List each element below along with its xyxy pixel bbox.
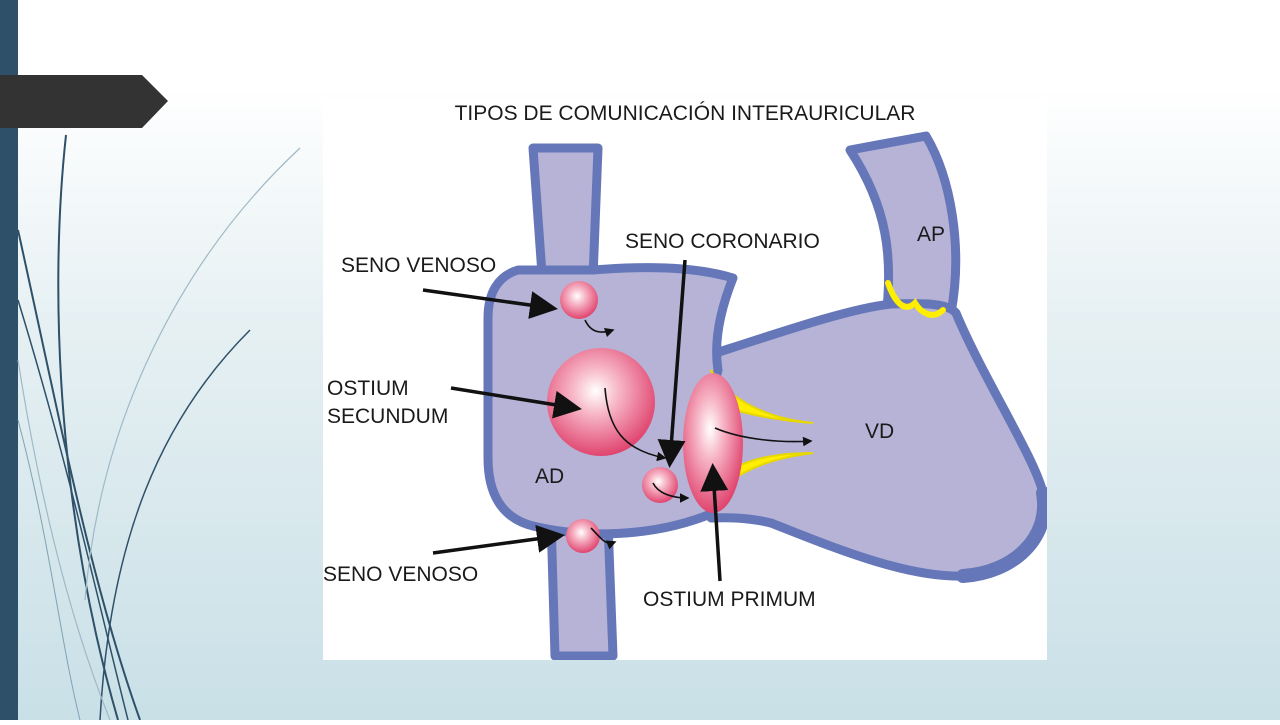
slide-left-bar bbox=[0, 0, 18, 720]
defect-ostium-secundum bbox=[547, 348, 655, 456]
flow-arrow-seno-coronario bbox=[652, 482, 690, 503]
flow-arrow-seno-venoso-bottom bbox=[590, 527, 617, 550]
diagram-figure: TIPOS DE COMUNICACIÓN INTERAURICULAR bbox=[323, 98, 1047, 660]
defect-seno-venoso-top bbox=[560, 281, 598, 319]
ventricle-wall-edge bbox=[956, 486, 1047, 583]
flow-arrow-seno-venoso-top bbox=[584, 319, 615, 338]
pulmonary-valve bbox=[885, 280, 946, 318]
title-tab bbox=[0, 75, 168, 128]
defect-seno-coronario bbox=[642, 467, 678, 503]
label-secundum: SECUNDUM bbox=[327, 405, 448, 428]
label-seno-coronario: SENO CORONARIO bbox=[625, 230, 820, 253]
label-seno-venoso-top: SENO VENOSO bbox=[341, 254, 496, 277]
defect-seno-venoso-bottom bbox=[566, 519, 600, 553]
diagram-title: TIPOS DE COMUNICACIÓN INTERAURICULAR bbox=[455, 102, 916, 125]
decor-curve-1 bbox=[17, 229, 141, 721]
heart-diagram: TIPOS DE COMUNICACIÓN INTERAURICULAR bbox=[323, 102, 1047, 660]
pointer-seno-venoso-top bbox=[422, 288, 558, 319]
decor-curve-3 bbox=[57, 134, 119, 721]
pointer-ostium-primum bbox=[700, 463, 729, 582]
label-ap: AP bbox=[917, 223, 945, 246]
pointer-ostium-secundum bbox=[450, 386, 582, 419]
decor-curve-7 bbox=[17, 419, 81, 721]
label-vd: VD bbox=[865, 420, 894, 443]
flow-arrow-ostium-primum bbox=[714, 427, 813, 447]
decor-curve-5 bbox=[84, 147, 301, 601]
decor-curve-2 bbox=[17, 299, 129, 721]
label-ad: AD bbox=[535, 465, 564, 488]
decor-curve-4 bbox=[99, 329, 251, 721]
title-tab-shape bbox=[0, 75, 168, 128]
decorative-curves bbox=[0, 0, 320, 721]
pointer-seno-coronario bbox=[657, 259, 687, 468]
label-ostium-primum: OSTIUM PRIMUM bbox=[643, 588, 816, 611]
label-ostium: OSTIUM bbox=[327, 377, 409, 400]
flow-arrow-ostium-secundum bbox=[604, 387, 667, 462]
label-seno-venoso-bottom: SENO VENOSO bbox=[323, 563, 478, 586]
left-bar-fill bbox=[0, 0, 18, 720]
decor-curve-6 bbox=[17, 359, 111, 721]
pointer-seno-venoso-bottom bbox=[432, 524, 565, 555]
